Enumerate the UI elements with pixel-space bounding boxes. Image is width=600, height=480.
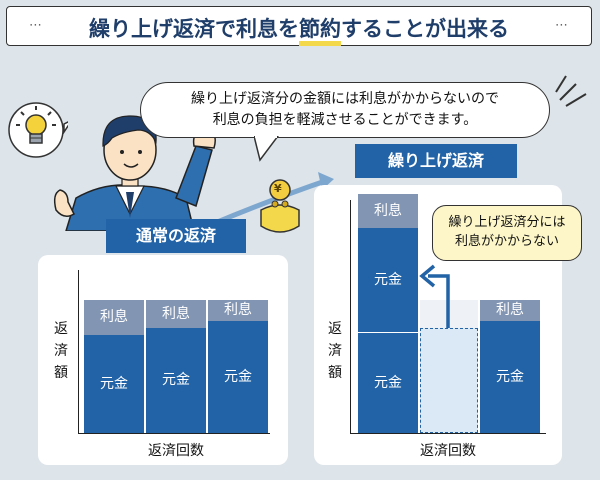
normal-bar-2-interest: 利息 bbox=[146, 300, 206, 328]
normal-x-axis bbox=[78, 433, 270, 434]
prepay-bar-1-principal: 元金 bbox=[358, 333, 418, 433]
normal-bar-1-interest: 利息 bbox=[84, 300, 144, 335]
move-up-arrow-icon bbox=[419, 264, 450, 328]
businessman-illustration bbox=[53, 109, 216, 231]
normal-bar-2-principal: 元金 bbox=[146, 328, 206, 433]
lightbulb-icon bbox=[8, 102, 68, 158]
prepay-note-bubble: 繰り上げ返済分には 利息がかからない bbox=[432, 205, 582, 261]
title-underlined: 節約 bbox=[299, 17, 341, 46]
title-banner: ⋯ 繰り上げ返済で利息を節約することが出来る ⋯ bbox=[6, 6, 592, 46]
normal-bar-3-interest: 利息 bbox=[208, 300, 268, 321]
speech-tail bbox=[254, 136, 279, 162]
emphasis-lines-icon bbox=[555, 75, 587, 107]
page-title: 繰り上げ返済で利息を節約することが出来る bbox=[7, 13, 591, 46]
prepay-dashed-block bbox=[420, 328, 478, 433]
prepay-y-axis bbox=[350, 200, 351, 434]
coin-yen-symbol: ¥ bbox=[274, 182, 282, 195]
title-dots-right: ⋯ bbox=[555, 18, 569, 33]
title-pre: 繰り上げ返済で利息を bbox=[89, 17, 299, 41]
normal-y-axis bbox=[78, 270, 79, 434]
title-dots-left: ⋯ bbox=[29, 18, 43, 33]
coin-purse-icon bbox=[260, 179, 300, 233]
prepay-bar-3-interest: 利息 bbox=[480, 300, 540, 321]
title-post: することが出来る bbox=[341, 17, 509, 41]
prepay-note-line-1: 繰り上げ返済分には bbox=[448, 215, 566, 230]
prepay-xlabel: 返済回数 bbox=[420, 443, 476, 459]
prepay-ylabel: 返済額 bbox=[328, 321, 342, 381]
normal-bar-1-principal: 元金 bbox=[84, 335, 144, 433]
prepay-title: 繰り上げ返済 bbox=[355, 144, 517, 178]
speech-line-2: 利息の負担を軽減させることができます。 bbox=[212, 112, 478, 128]
normal-xlabel: 返済回数 bbox=[148, 443, 204, 459]
prepay-bar-1-principal-extra: 元金 bbox=[358, 228, 418, 332]
prepay-bar-3-principal: 元金 bbox=[480, 321, 540, 433]
prepay-x-axis bbox=[350, 433, 546, 434]
prepay-bar-1-interest: 利息 bbox=[358, 194, 418, 228]
normal-title: 通常の返済 bbox=[106, 219, 246, 253]
normal-bar-3-principal: 元金 bbox=[208, 321, 268, 433]
speech-line-1: 繰り上げ返済分の金額には利息がかからないので bbox=[191, 91, 499, 107]
normal-ylabel: 返済額 bbox=[54, 321, 68, 381]
speech-bubble: 繰り上げ返済分の金額には利息がかからないので 利息の負担を軽減させることができま… bbox=[140, 82, 550, 138]
prepay-note-line-2: 利息がかからない bbox=[454, 234, 559, 249]
